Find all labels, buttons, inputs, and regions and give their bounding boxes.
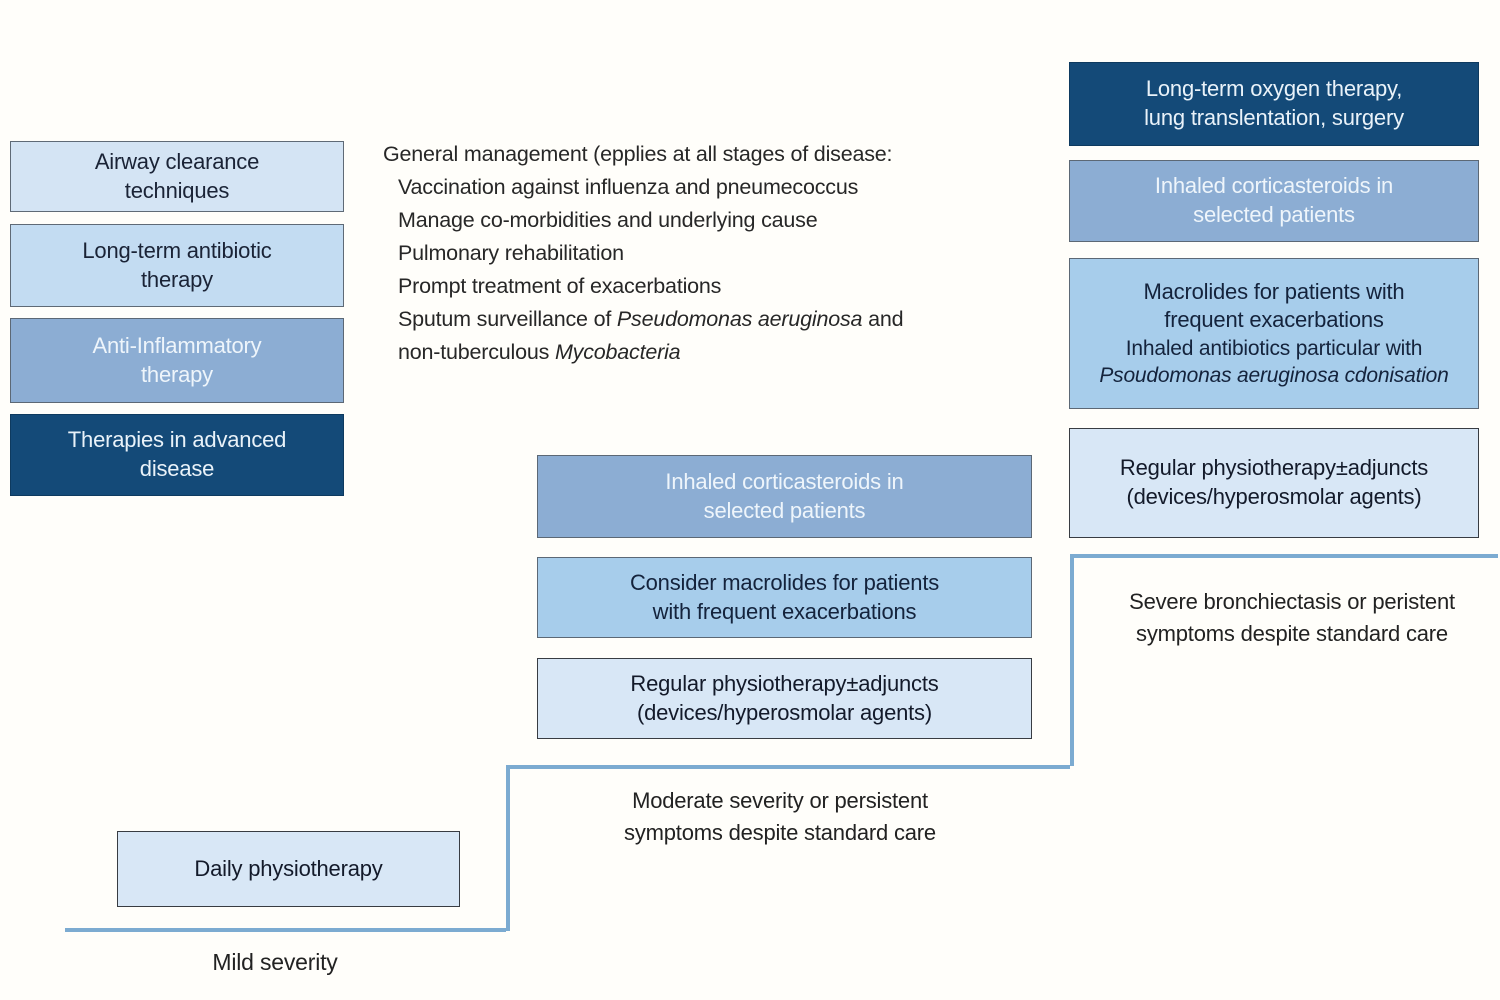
mild-step-line xyxy=(65,928,506,932)
legend-label: Anti-Inflammatory xyxy=(92,332,262,358)
box-label: with frequent exacerbations xyxy=(652,598,917,624)
severe-step-label: Severe bronchiectasis or peristent sympt… xyxy=(1129,589,1455,646)
species-name: Mycobacteria xyxy=(554,340,681,364)
box-label: selected patients xyxy=(703,497,866,523)
box-label: Macrolides for patients with xyxy=(1143,278,1405,304)
box-label: Regular physiotherapy±adjuncts xyxy=(630,670,939,696)
legend-label: Airway clearance xyxy=(94,148,260,174)
general-management-item: Prompt treatment of exacerbations xyxy=(398,274,722,298)
legend-label: disease xyxy=(139,456,215,481)
legend-box-anti-inflammatory: Anti-Inflammatory therapy xyxy=(10,318,344,403)
box-label: Inhaled antibiotics particular with xyxy=(1125,336,1423,360)
species-name: Psoudomonas aeruginosa xyxy=(1099,364,1339,388)
box-label: (devices/hyperosmolar agents) xyxy=(636,699,932,725)
legend-label: Long-term antibiotic xyxy=(82,237,272,263)
legend-box-airway-clearance: Airway clearance techniques xyxy=(10,141,344,212)
moderate-box-regular-physiotherapy: Regular physiotherapy±adjuncts (devices/… xyxy=(537,658,1032,739)
severe-box-regular-physiotherapy: Regular physiotherapy±adjuncts (devices/… xyxy=(1069,428,1479,538)
box-label: Psoudomonas aeruginosa cdonisation xyxy=(1099,364,1449,388)
mild-step-label: Mild severity xyxy=(212,949,338,975)
severe-box-oxygen-transplant-surgery: Long-term oxygen therapy, lung translent… xyxy=(1069,62,1479,146)
severe-step-line xyxy=(1070,554,1498,766)
moderate-step-line xyxy=(506,765,1070,931)
general-management-item: Pulmonary rehabilitation xyxy=(398,241,624,265)
legend-label: techniques xyxy=(124,177,230,203)
general-management-item: Sputum surveillance of Pseudomonas aerug… xyxy=(398,307,904,331)
species-name: Pseudomonas aeruginosa xyxy=(616,307,863,331)
box-label: Daily physiotherapy xyxy=(194,855,383,881)
general-management-item: non-tuberculous Mycobacteria xyxy=(398,340,681,364)
box-label: Inhaled corticasteroids in xyxy=(665,468,904,494)
box-label: selected patients xyxy=(1193,202,1355,227)
box-label: lung translentation, surgery xyxy=(1144,105,1404,130)
severe-box-inhaled-corticosteroids: Inhaled corticasteroids in selected pati… xyxy=(1069,160,1479,242)
box-label: frequent exacerbations xyxy=(1164,307,1384,333)
general-management-item: Manage co-morbidities and underlying cau… xyxy=(398,208,818,232)
box-label: Consider macrolides for patients xyxy=(629,569,940,595)
mild-box-daily-physiotherapy: Daily physiotherapy xyxy=(117,831,460,907)
legend-label: therapy xyxy=(141,361,213,387)
legend-box-long-term-antibiotic: Long-term antibiotic therapy xyxy=(10,224,344,307)
legend-label: Therapies in advanced xyxy=(67,427,287,453)
general-management-item: Vaccination against influenza and pneume… xyxy=(398,175,859,199)
general-management-text: General management (epplies at all stage… xyxy=(383,138,1023,369)
box-label: (devices/hyperosmolar agents) xyxy=(1126,484,1422,509)
general-management-heading: General management (epplies at all stage… xyxy=(383,142,893,166)
legend-box-advanced-disease: Therapies in advanced disease xyxy=(10,414,344,496)
severe-box-macrolides-inhaled-antibiotics: Macrolides for patients with frequent ex… xyxy=(1069,258,1479,409)
box-label: Long-term oxygen therapy, xyxy=(1145,76,1403,102)
legend-label: therapy xyxy=(141,266,213,292)
moderate-step-label: Moderate severity or persistent symptoms… xyxy=(624,788,936,845)
box-label: Regular physiotherapy±adjuncts xyxy=(1119,455,1429,481)
moderate-box-consider-macrolides: Consider macrolides for patients with fr… xyxy=(537,557,1032,638)
box-label: Inhaled corticasteroids in xyxy=(1154,173,1394,199)
moderate-box-inhaled-corticosteroids: Inhaled corticasteroids in selected pati… xyxy=(537,455,1032,538)
